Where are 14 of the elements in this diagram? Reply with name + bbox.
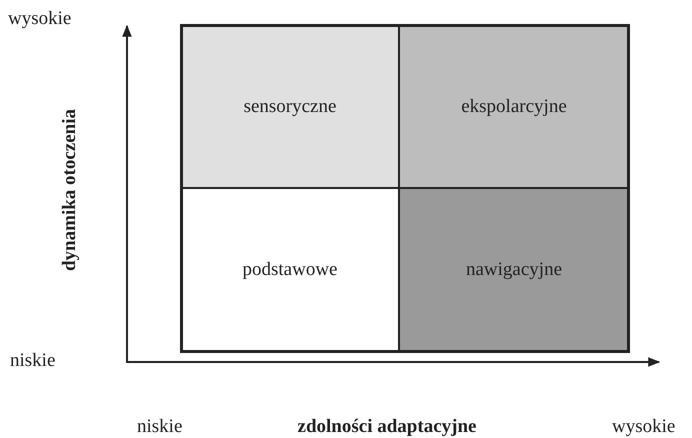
axis-max-label: wysokie: [612, 416, 676, 438]
axis-min-label: niskie: [10, 350, 56, 372]
quadrant-cell: [399, 25, 629, 188]
quadrant-cell: [181, 25, 399, 188]
quadrant-cell: [181, 188, 399, 352]
quadrant-cell: [399, 188, 629, 352]
quadrant-label: sensoryczne: [244, 96, 336, 118]
axis-title: dynamika otoczenia: [59, 108, 81, 272]
axis-title: zdolności adaptacyjne: [298, 416, 476, 438]
quadrant-label: podstawowe: [242, 259, 338, 281]
quadrant-label: nawigacyjne: [466, 259, 562, 281]
quadrant-label: ekspolarcyjne: [461, 96, 567, 118]
axis-min-label: niskie: [137, 416, 182, 438]
axis-max-label: wysokie: [8, 8, 72, 30]
